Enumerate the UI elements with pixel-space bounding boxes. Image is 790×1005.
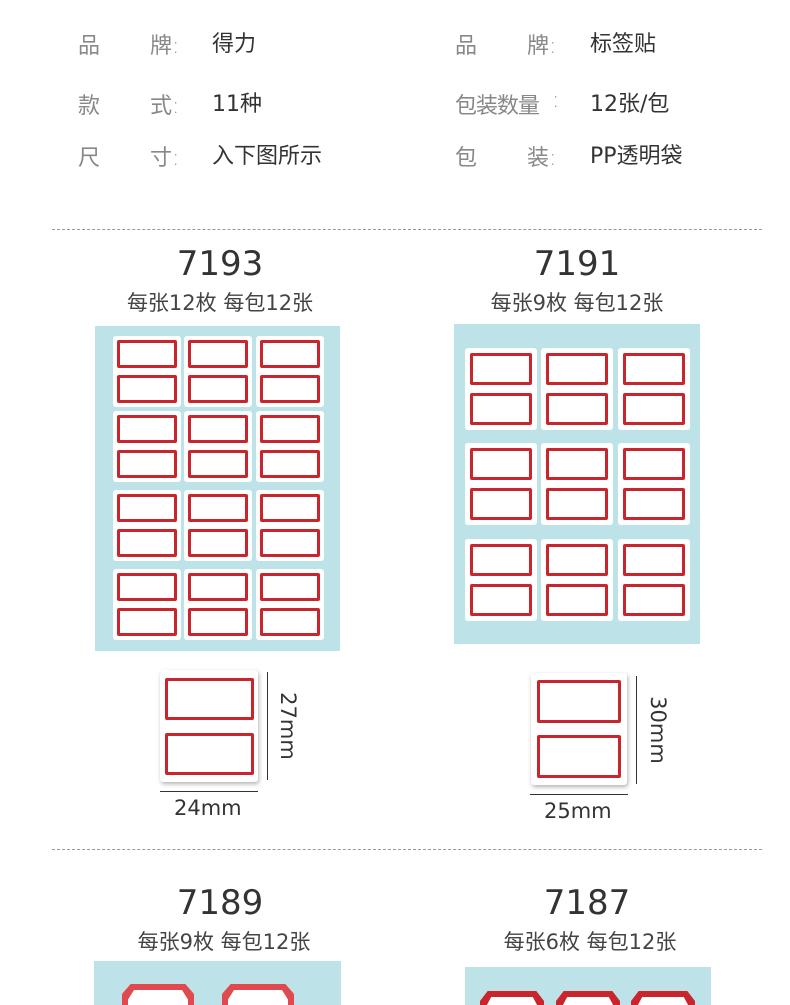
label-sheet-7191: [454, 324, 700, 644]
label-tag: [470, 353, 532, 385]
spec-value-quantity: 12张/包: [590, 92, 670, 117]
spec-label: 尺: [78, 146, 101, 171]
height-dimension-line: [636, 676, 637, 784]
height-dimension: 30mm: [646, 696, 670, 764]
spec-label: 包装数量: [455, 94, 540, 119]
label-tag: [260, 340, 320, 368]
label-tag: [117, 494, 177, 522]
label-tag: [623, 544, 685, 576]
label-tag: [260, 608, 320, 636]
label-tag: [188, 340, 248, 368]
label-tag: [546, 448, 608, 480]
label-tag: [117, 375, 177, 403]
spec-label: 式:: [150, 94, 180, 119]
label-tag: [546, 544, 608, 576]
width-dimension: 25mm: [544, 799, 612, 823]
label-sheet-7187: [465, 967, 711, 1005]
label-tag: [117, 608, 177, 636]
label-tag: [117, 529, 177, 557]
product-description: 每张9枚 每包12张: [490, 291, 664, 315]
width-dimension-line: [160, 791, 258, 792]
label-tag: [546, 393, 608, 425]
label-tag: [470, 488, 532, 520]
spec-label: 品: [455, 34, 478, 59]
product-code: 7189: [176, 883, 264, 923]
spec-label: 款: [78, 94, 101, 119]
label-tag: [188, 608, 248, 636]
label-tag: [623, 488, 685, 520]
label-sheet-7189: [94, 961, 341, 1005]
label-tag: [260, 450, 320, 478]
label-tag: [188, 375, 248, 403]
spec-label: 包: [455, 146, 478, 171]
width-dimension-line: [530, 794, 628, 795]
label-tag: [260, 529, 320, 557]
label-tag: [188, 494, 248, 522]
label-tag: [546, 353, 608, 385]
product-code: 7193: [176, 244, 264, 284]
spec-label: 装:: [527, 146, 557, 171]
height-dimension-line: [267, 672, 268, 780]
product-code: 7191: [533, 244, 621, 284]
spec-label: :: [552, 88, 560, 113]
label-detail-7191: [531, 673, 627, 785]
product-description: 每张12枚 每包12张: [126, 291, 314, 315]
spec-label: 品: [78, 34, 101, 59]
label-tag: [117, 450, 177, 478]
product-description: 每张6枚 每包12张: [503, 930, 677, 954]
spec-value-name: 标签贴: [590, 32, 657, 57]
divider: [52, 849, 762, 850]
product-code: 7187: [543, 883, 631, 923]
label-tag: [623, 353, 685, 385]
label-tag: [470, 448, 532, 480]
spec-label: 牌:: [150, 34, 180, 59]
label-tag: [623, 448, 685, 480]
spec-label: 牌:: [527, 34, 557, 59]
label-tag: [117, 340, 177, 368]
label-tag: [623, 393, 685, 425]
label-tag: [117, 573, 177, 601]
label-tag: [188, 415, 248, 443]
label-detail-7193: [160, 670, 258, 782]
label-tag: [260, 415, 320, 443]
label-tag: [470, 584, 532, 616]
label-tag: [546, 584, 608, 616]
divider: [52, 229, 762, 230]
width-dimension: 24mm: [174, 796, 242, 820]
label-tag: [260, 375, 320, 403]
product-description: 每张9枚 每包12张: [137, 930, 311, 954]
label-tag: [260, 494, 320, 522]
label-tag: [188, 450, 248, 478]
spec-value-size: 入下图所示: [212, 144, 323, 169]
spec-label: 寸:: [150, 146, 180, 171]
spec-value-packaging: PP透明袋: [590, 144, 683, 169]
spec-value-styles: 11种: [212, 92, 262, 117]
spec-value-brand: 得力: [212, 32, 257, 57]
label-tag: [470, 393, 532, 425]
label-tag: [470, 544, 532, 576]
label-tag: [117, 415, 177, 443]
label-sheet-7193: [95, 326, 340, 651]
label-tag: [188, 529, 248, 557]
label-tag: [546, 488, 608, 520]
label-tag: [188, 573, 248, 601]
label-tag: [623, 584, 685, 616]
height-dimension: 27mm: [276, 692, 300, 760]
label-tag: [260, 573, 320, 601]
